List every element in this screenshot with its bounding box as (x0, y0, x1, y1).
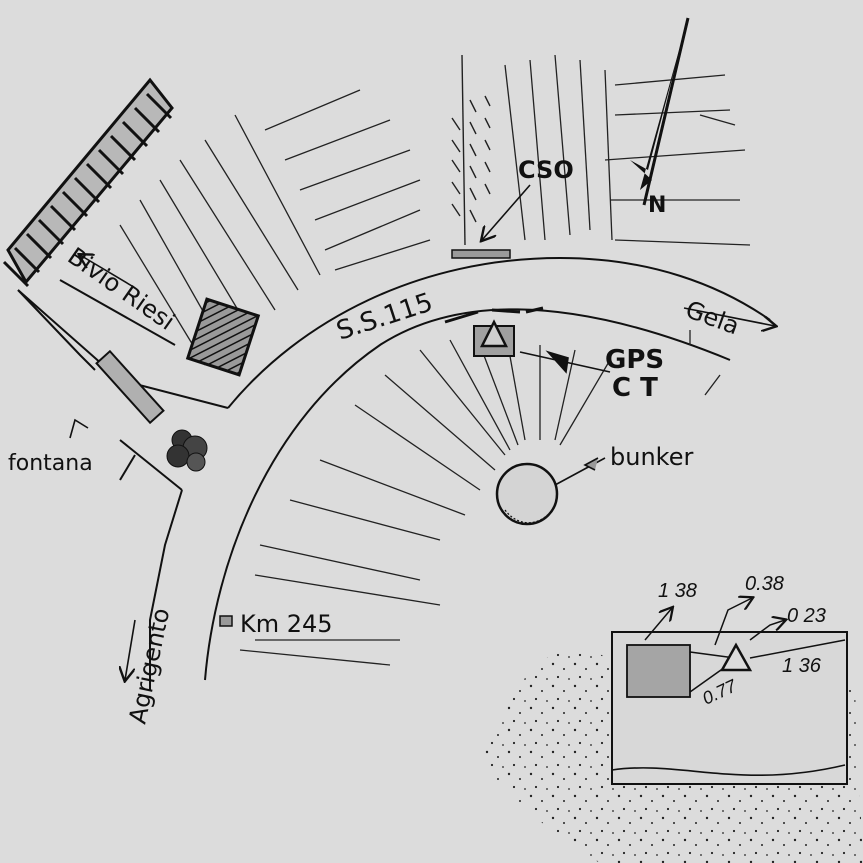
roads (17, 256, 771, 690)
label-ct: C T (612, 373, 658, 403)
inset-measure-2: 0.38 (745, 573, 784, 595)
gps-station (444, 306, 544, 357)
label-bunker: bunker (610, 443, 693, 471)
north-label: N (648, 193, 666, 218)
inset-measure-1: 1 38 (658, 580, 697, 602)
railway (2, 77, 174, 288)
inset-measure-3: 0 23 (787, 605, 826, 627)
label-gps: GPS (605, 345, 664, 375)
inset-detail (480, 598, 863, 863)
label-cso: CSO (518, 156, 574, 184)
label-fontana: fontana (8, 451, 93, 476)
label-km: Km 245 (240, 610, 333, 638)
vineyard-rows (451, 54, 491, 246)
hatched-building (185, 297, 261, 377)
km-marker (219, 615, 233, 627)
bunker-dome (495, 462, 559, 526)
leader-arrows (69, 184, 775, 680)
inset-measure-4: 1 36 (782, 655, 822, 677)
bush-icon (166, 429, 208, 472)
fontana-structure (95, 349, 165, 425)
cso-building (451, 249, 511, 259)
north-arrow-icon (630, 17, 690, 206)
